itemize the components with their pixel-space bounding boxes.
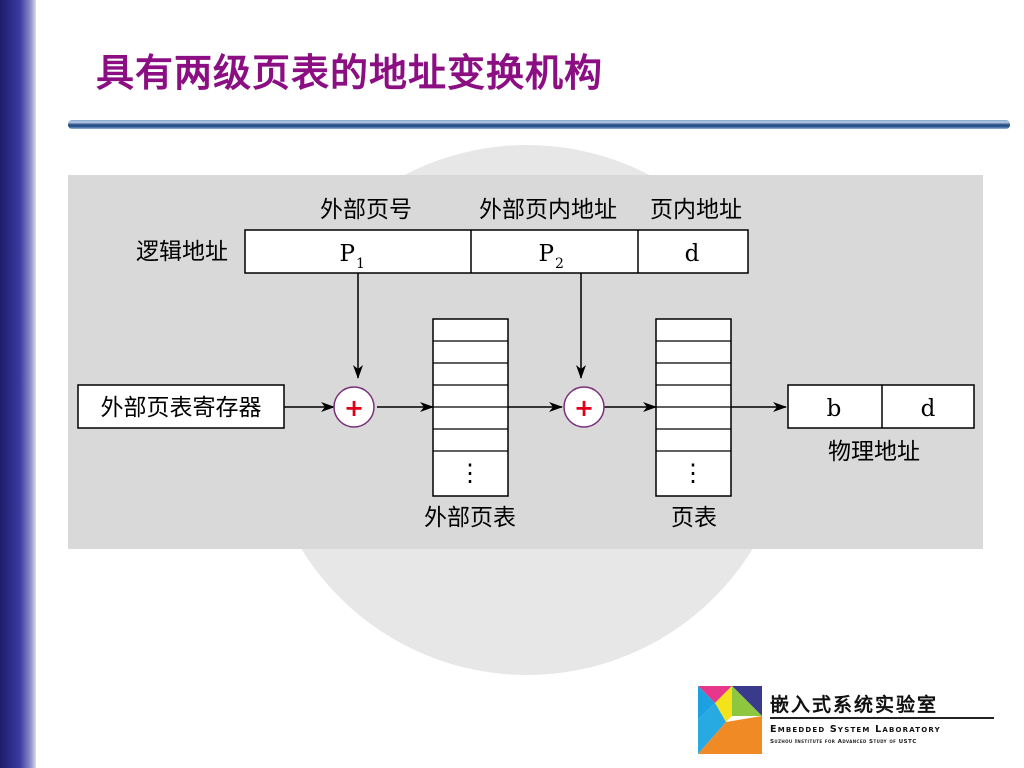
left-side-bar xyxy=(0,0,36,768)
logo-name-cn: 嵌入式系统实验室 xyxy=(770,694,939,716)
page-table-label: 页表 xyxy=(671,505,717,531)
field-d-physical: d xyxy=(921,396,936,422)
logical-address-label: 逻辑地址 xyxy=(136,239,228,265)
logo-subtitle: Suzhou Institute for Advanced Study of U… xyxy=(770,739,917,745)
outer-page-table-register-label: 外部页表寄存器 xyxy=(101,395,262,421)
page-table: ⋮ xyxy=(655,318,732,497)
field-p1-main: P xyxy=(340,241,355,267)
page-table-ellipsis: ⋮ xyxy=(681,459,705,487)
adder-plus-1: + xyxy=(344,394,364,422)
logo-rule xyxy=(770,717,994,719)
field-p1-sub: 1 xyxy=(356,256,365,272)
adder-circle-1 xyxy=(333,386,375,428)
slide-title: 具有两级页表的地址变换机构 xyxy=(96,50,604,95)
field-d-logical: d xyxy=(685,241,700,267)
adder-plus-2: + xyxy=(574,394,594,422)
field-p2-sub: 2 xyxy=(555,256,564,272)
lab-logo: 嵌入式系统实验室 Embedded System Laboratory Suzh… xyxy=(698,686,998,756)
outer-page-table-label: 外部页表 xyxy=(424,505,516,531)
physical-address-label: 物理地址 xyxy=(828,439,920,465)
title-underline xyxy=(68,120,1010,129)
field-b-physical: b xyxy=(827,396,842,422)
diagram-panel: 外部页号 外部页内地址 页内地址 逻辑地址 P 1 P 2 d 外部页表寄存器 … xyxy=(68,175,983,549)
physical-address-box xyxy=(787,384,975,429)
outer-page-table: ⋮ xyxy=(432,318,509,497)
outer-page-table-register-box xyxy=(77,384,285,429)
adder-circle-2 xyxy=(563,386,605,428)
logo-name-en: Embedded System Laboratory xyxy=(770,724,941,735)
header-label-outer-page-offset: 外部页内地址 xyxy=(479,197,617,223)
logical-address-box xyxy=(244,229,749,274)
header-label-outer-page-no: 外部页号 xyxy=(320,197,412,223)
outer-page-table-ellipsis: ⋮ xyxy=(458,459,482,487)
field-p2-main: P xyxy=(539,241,554,267)
address-translation-diagram: 外部页号 外部页内地址 页内地址 逻辑地址 P 1 P 2 d 外部页表寄存器 … xyxy=(77,197,975,531)
tangram-logo-icon xyxy=(698,686,762,754)
header-label-page-offset: 页内地址 xyxy=(650,197,742,223)
